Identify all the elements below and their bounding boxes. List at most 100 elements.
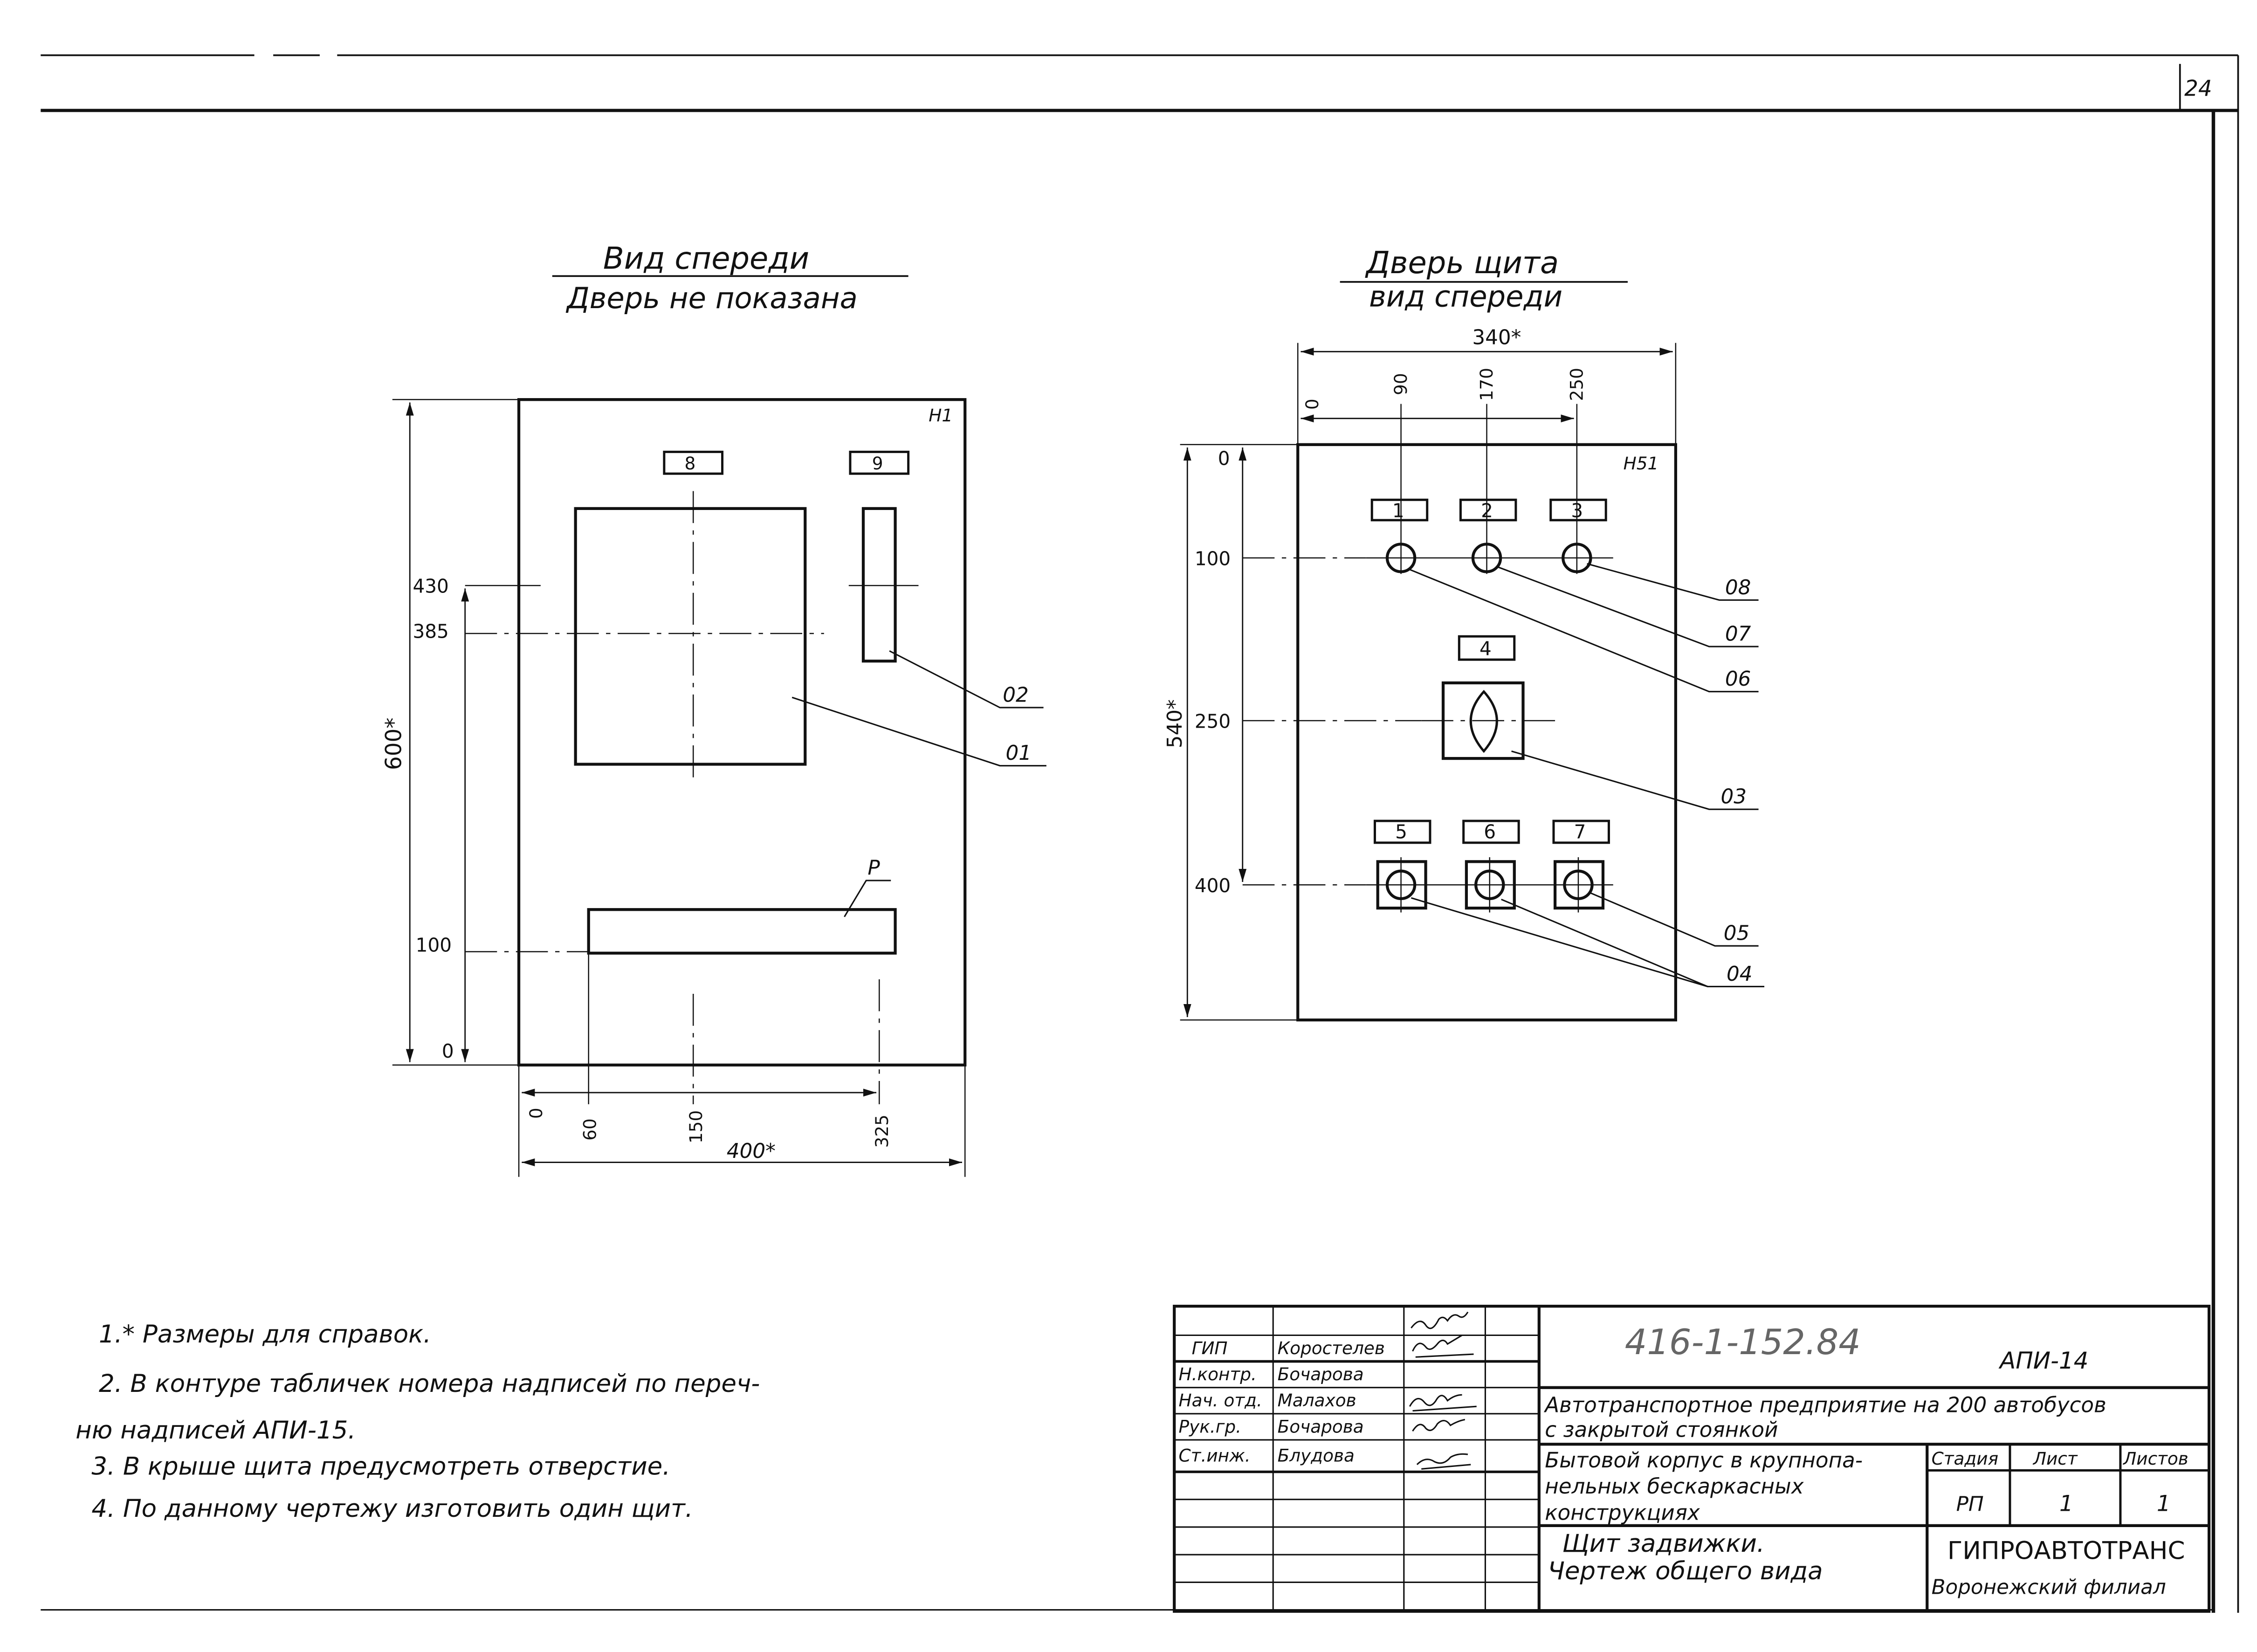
stage-value: РП xyxy=(1956,1493,1984,1516)
door-plate-label-5: 5 xyxy=(1395,820,1407,843)
name-1: Коростелев xyxy=(1278,1338,1385,1358)
door-overall-width: 340* xyxy=(1472,326,1521,350)
door-vdim-250: 250 xyxy=(1195,710,1231,733)
sheet-value: 1 xyxy=(2059,1492,2073,1517)
name-3: Малахов xyxy=(1278,1390,1356,1411)
door-plate-label-3: 3 xyxy=(1571,500,1583,522)
project-line-2: с закрытой стоянкой xyxy=(1545,1418,1778,1442)
sheet-code: АПИ-14 xyxy=(1998,1347,2088,1374)
door-view-subtitle: вид спереди xyxy=(1369,280,1562,314)
door-push-buttons xyxy=(1366,857,1613,913)
building-line-3: конструкциях xyxy=(1545,1500,1700,1525)
front-mark: Н1 xyxy=(929,405,953,426)
door-leader-label-03: 03 xyxy=(1721,785,1747,809)
role-n-kontr: Н.контр. xyxy=(1179,1364,1257,1384)
front-leader-label-p: Р xyxy=(867,856,880,880)
door-plate-label-6: 6 xyxy=(1484,820,1496,843)
door-top-dim-170: 170 xyxy=(1476,368,1497,401)
door-plate-label-2: 2 xyxy=(1481,500,1493,522)
building-line-2: нельных бескаркасных xyxy=(1545,1474,1804,1499)
note-3: 3. В крыше щита предусмотреть отверстие. xyxy=(91,1452,670,1481)
front-leader-02 xyxy=(889,650,1044,709)
note-4: 4. По данному чертежу изготовить один щи… xyxy=(91,1494,693,1523)
title-block xyxy=(1173,1305,2211,1613)
name-5: Блудова xyxy=(1278,1446,1355,1466)
front-device-02 xyxy=(861,507,897,663)
org-name: ГИПРОАВТОТРАНС xyxy=(1947,1537,2185,1565)
door-label-plate-4 xyxy=(1458,635,1516,661)
org-branch: Воронежский филиал xyxy=(1932,1575,2166,1599)
door-label-plate-3 xyxy=(1549,498,1607,522)
door-vdim-100: 100 xyxy=(1195,548,1231,570)
door-top-dim-0: 0 xyxy=(1302,399,1322,410)
door-mark: Н51 xyxy=(1624,453,1659,474)
door-top-dim-90: 90 xyxy=(1390,373,1411,395)
door-view xyxy=(1180,281,1765,1022)
door-overall-height: 540* xyxy=(1163,699,1187,748)
notes: 1.* Размеры для справок. 2. В контуре та… xyxy=(76,1320,760,1523)
front-leader-01 xyxy=(791,696,1046,767)
page-number-cell: 24 xyxy=(2184,76,2212,102)
front-hdim-60: 60 xyxy=(579,1118,600,1141)
front-overall-width: 400* xyxy=(727,1139,776,1163)
document-code: 416-1-152.84 xyxy=(1625,1322,1861,1363)
role-ruk-gr: Рук.гр. xyxy=(1179,1416,1241,1437)
front-view-subtitle: Дверь не показана xyxy=(565,281,858,315)
door-leader-08 xyxy=(1587,563,1759,601)
drawing-line-1: Щит задвижки. xyxy=(1562,1529,1765,1558)
name-4: Бочарова xyxy=(1278,1416,1364,1437)
front-leader-label-01: 01 xyxy=(1006,741,1032,765)
front-dim-100: 100 xyxy=(416,934,452,957)
front-label-plate-8 xyxy=(663,450,724,475)
sheets-header: Листов xyxy=(2122,1448,2188,1469)
drawing-line-2: Чертеж общего вида xyxy=(1548,1557,1823,1585)
front-dim-385: 385 xyxy=(413,620,448,642)
door-leader-label-06: 06 xyxy=(1725,667,1751,691)
note-1: 1.* Размеры для справок. xyxy=(99,1320,431,1349)
project-line-1: Автотранспортное предприятие на 200 авто… xyxy=(1543,1393,2106,1418)
door-leader-label-05: 05 xyxy=(1724,922,1750,945)
door-label-plate-1 xyxy=(1370,498,1429,522)
door-leader-06 xyxy=(1409,569,1759,693)
door-label-plate-5 xyxy=(1373,819,1431,844)
front-hdim-0: 0 xyxy=(526,1108,546,1119)
front-terminal-strip xyxy=(587,908,897,955)
door-view-text: Дверь щита вид спереди 340* 0 90 170 250… xyxy=(1163,245,1753,986)
door-label-plate-2 xyxy=(1459,498,1517,522)
front-enclosure-outline xyxy=(517,398,967,1067)
door-view-title: Дверь щита xyxy=(1365,245,1559,281)
front-dim-430: 430 xyxy=(413,575,448,598)
front-view xyxy=(392,275,1046,1177)
door-leader-label-07: 07 xyxy=(1725,622,1751,646)
door-leader-05 xyxy=(1588,891,1759,947)
front-overall-height: 600* xyxy=(382,717,407,770)
sheet-header: Лист xyxy=(2032,1448,2078,1469)
front-leader-label-02: 02 xyxy=(1003,683,1029,707)
front-view-title: Вид спереди xyxy=(603,241,809,276)
front-hdim-325: 325 xyxy=(872,1115,892,1148)
title-block-text: ГИП Н.контр. Нач. отд. Рук.гр. Ст.инж. К… xyxy=(1179,1322,2188,1599)
door-plate-label-1: 1 xyxy=(1392,500,1404,522)
door-leader-03 xyxy=(1511,750,1759,810)
front-plate-label-8: 8 xyxy=(685,453,696,474)
page-number: 24 xyxy=(2184,76,2212,102)
note-2-line2: ню надписей АПИ-15. xyxy=(76,1416,356,1445)
role-gip: ГИП xyxy=(1192,1338,1228,1358)
door-leader-label-04: 04 xyxy=(1727,962,1753,986)
front-dim-0: 0 xyxy=(442,1040,454,1062)
door-vdim-0: 0 xyxy=(1218,447,1230,469)
door-label-plate-7 xyxy=(1552,819,1610,844)
role-nach-otd: Нач. отд. xyxy=(1179,1390,1262,1411)
door-signal-lamps xyxy=(1366,543,1613,573)
name-2: Бочарова xyxy=(1278,1364,1364,1384)
sheets-value: 1 xyxy=(2157,1492,2171,1517)
door-vdim-400: 400 xyxy=(1195,874,1231,897)
front-plate-label-9: 9 xyxy=(872,453,883,474)
door-top-dim-250: 250 xyxy=(1566,368,1587,401)
sheet-frame xyxy=(41,54,2239,1613)
front-leader-p xyxy=(844,880,891,917)
front-view-text: Вид спереди Дверь не показана Н1 8 9 02 … xyxy=(382,241,1032,1163)
door-leader-07 xyxy=(1496,566,1759,647)
door-leader-label-08: 08 xyxy=(1725,576,1751,599)
